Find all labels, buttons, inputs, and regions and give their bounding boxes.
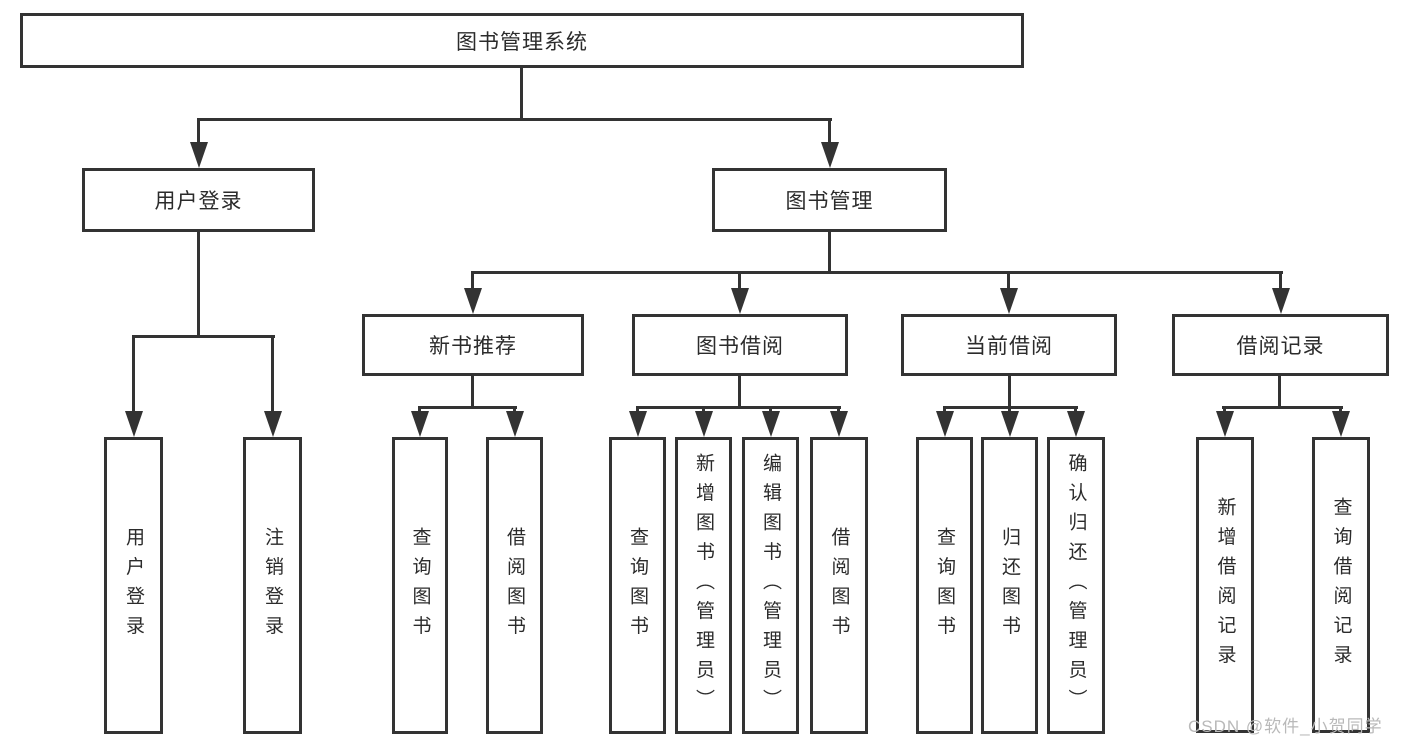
node-book-borrowing: 图书借阅: [632, 314, 848, 376]
arrow-to-leaf-edit-books: [769, 406, 772, 411]
connector-book-borrowing-vertical: [738, 376, 741, 408]
connector-root-horizontal: [197, 118, 832, 121]
leaf-label: 查询借阅记录: [1330, 496, 1352, 674]
arrow-to-leaf-query-books-2: [636, 406, 639, 411]
node-current-borrowing: 当前借阅: [901, 314, 1117, 376]
leaf-logout: 注销登录: [243, 437, 302, 734]
arrow-to-new-book-recommend: [471, 271, 474, 288]
connector-user-login-horizontal: [132, 335, 275, 338]
node-library-management-system: 图书管理系统: [20, 13, 1024, 68]
arrow-to-leaf-user-login: [132, 335, 135, 411]
arrow-to-leaf-query-borrow-record: [1339, 406, 1342, 411]
connector-new-book-horizontal: [418, 406, 517, 409]
arrow-to-leaf-confirm-return: [1074, 406, 1077, 411]
leaf-label: 归还图书: [999, 526, 1020, 645]
connector-book-borrowing-horizontal: [636, 406, 841, 409]
arrow-to-user-login: [197, 118, 200, 142]
arrow-to-leaf-query-books-1: [418, 406, 421, 411]
node-label: 图书借阅: [696, 335, 784, 358]
node-label: 用户登录: [154, 190, 243, 213]
node-label: 图书管理系统: [456, 30, 588, 54]
node-book-management: 图书管理: [712, 168, 947, 232]
leaf-borrow-books-2: 借阅图书: [810, 437, 868, 734]
leaf-label: 查询图书: [627, 526, 648, 645]
arrow-to-current-borrowing: [1007, 271, 1010, 288]
leaf-label: 查询图书: [409, 526, 431, 645]
arrow-to-leaf-query-books-3: [943, 406, 946, 411]
node-label: 借阅记录: [1236, 335, 1325, 358]
leaf-label: 借阅图书: [828, 526, 850, 645]
connector-book-management-horizontal: [471, 271, 1283, 274]
connector-book-management-vertical: [828, 232, 831, 274]
leaf-label: 编辑图书（管理员）: [760, 452, 781, 719]
leaf-query-borrow-record: 查询借阅记录: [1312, 437, 1370, 733]
arrow-to-leaf-borrow-books-1: [513, 406, 516, 411]
connector-user-login-vertical: [197, 232, 200, 338]
leaf-label: 借阅图书: [504, 526, 525, 645]
leaf-label: 新增借阅记录: [1214, 496, 1236, 674]
leaf-confirm-return-admin: 确认归还（管理员）: [1047, 437, 1105, 734]
leaf-query-books-1: 查询图书: [392, 437, 448, 734]
leaf-label: 用户登录: [123, 526, 144, 645]
arrow-to-leaf-add-borrow-record: [1223, 406, 1226, 411]
arrow-to-leaf-logout: [271, 335, 274, 411]
node-borrowing-records: 借阅记录: [1172, 314, 1389, 376]
leaf-borrow-books-1: 借阅图书: [486, 437, 543, 734]
connector-current-borrowing-vertical: [1008, 376, 1011, 408]
leaf-query-books-3: 查询图书: [916, 437, 973, 734]
node-new-book-recommend: 新书推荐: [362, 314, 584, 376]
arrow-to-borrowing-records: [1279, 271, 1282, 288]
arrow-to-leaf-return-books: [1008, 406, 1011, 411]
leaf-add-borrow-record: 新增借阅记录: [1196, 437, 1254, 733]
leaf-label: 查询图书: [934, 526, 955, 645]
leaf-label: 确认归还（管理员）: [1065, 452, 1087, 719]
connector-borrowing-records-horizontal: [1222, 406, 1343, 409]
leaf-label: 注销登录: [262, 526, 283, 645]
leaf-query-books-2: 查询图书: [609, 437, 666, 734]
arrow-to-book-borrowing: [738, 271, 741, 288]
leaf-label: 新增图书（管理员）: [693, 452, 714, 719]
connector-new-book-vertical: [471, 376, 474, 408]
node-label: 图书管理: [785, 190, 874, 213]
leaf-return-books: 归还图书: [981, 437, 1038, 734]
leaf-add-books-admin: 新增图书（管理员）: [675, 437, 732, 734]
leaf-edit-books-admin: 编辑图书（管理员）: [742, 437, 799, 734]
arrow-to-book-management: [828, 118, 831, 142]
node-label: 当前借阅: [965, 335, 1053, 358]
arrow-to-leaf-borrow-books-2: [837, 406, 840, 411]
csdn-watermark: CSDN @软件_小贺同学: [1188, 717, 1383, 736]
node-label: 新书推荐: [429, 335, 517, 358]
connector-root-vertical: [520, 68, 523, 119]
arrow-to-leaf-add-books: [702, 406, 705, 411]
node-user-login: 用户登录: [82, 168, 315, 232]
leaf-user-login: 用户登录: [104, 437, 163, 734]
connector-borrowing-records-vertical: [1278, 376, 1281, 408]
